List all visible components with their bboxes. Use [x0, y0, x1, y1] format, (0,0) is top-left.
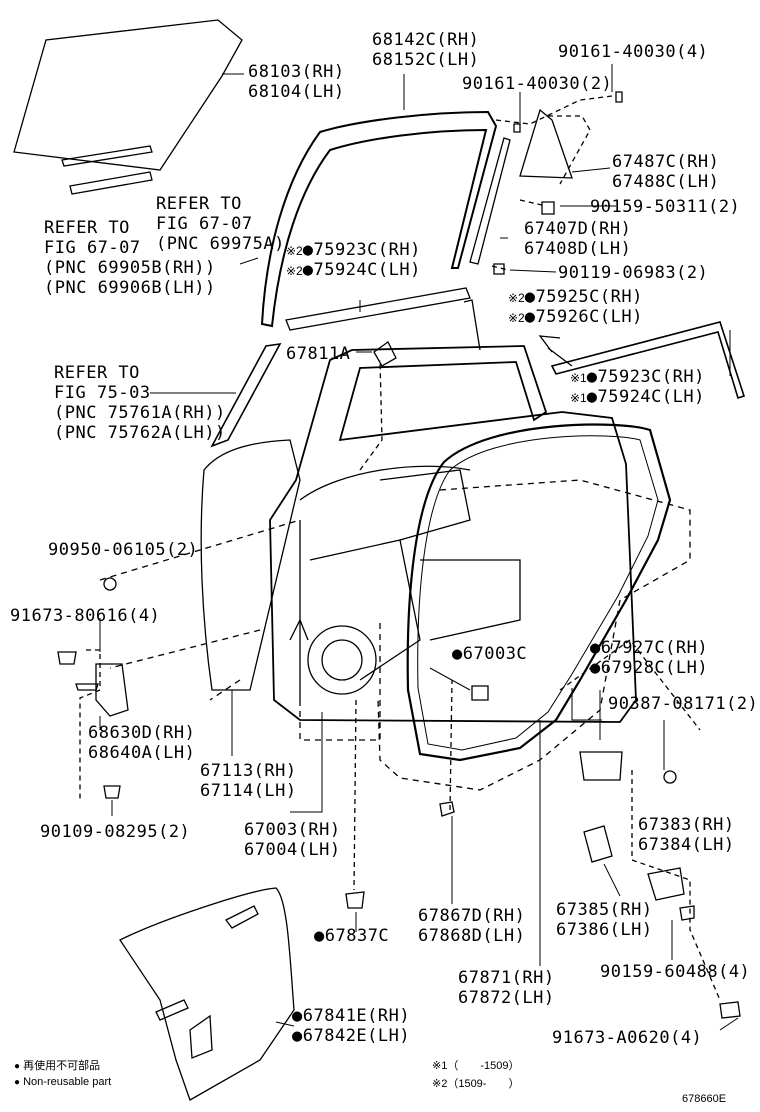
label-refer-69975-line2: FIG 67-07	[156, 214, 253, 234]
label-channel-lh: 67408D(LH)	[524, 239, 632, 259]
label-plug: 90950-06105(2)	[48, 540, 199, 560]
label-screw-90387: 90387-08171(2)	[608, 694, 759, 714]
door-glass	[13, 19, 243, 171]
label-frame-weatherstrip-lh: 68152C(LH)	[372, 50, 480, 70]
label-clip-67867-lh: 67868D(LH)	[418, 926, 526, 946]
label-bolt-90109: 90109-08295(2)	[40, 822, 191, 842]
label-channel-rh: 67407D(RH)	[524, 219, 632, 239]
service-hole-cover	[119, 887, 295, 1101]
label-refer-69905-line4: (PNC 69906B(LH))	[44, 278, 216, 298]
label-weatherstrip-lh: 67928C(LH)	[590, 658, 708, 678]
label-service-cover-lh: 67842E(LH)	[292, 1026, 410, 1046]
door-weatherstrip	[406, 423, 672, 762]
division-channel	[469, 137, 511, 265]
label-glass-lh: 68104(LH)	[248, 82, 345, 102]
label-cover-67811a: 67811A	[286, 344, 351, 364]
label-quarter-glass-lh: 67488C(LH)	[612, 172, 720, 192]
quarter-glass	[519, 108, 573, 179]
label-outer-strip-rh: ※175923C(RH)	[570, 367, 705, 387]
label-refer-69975-line1: REFER TO	[156, 194, 242, 214]
label-75924c-lh: ※275924C(LH)	[286, 260, 421, 280]
glass-run-strip-upper	[61, 145, 153, 167]
label-75925c-rh: ※275925C(RH)	[508, 287, 643, 307]
label-weatherstrip-rh: 67927C(RH)	[590, 638, 708, 658]
label-75923c-rh: ※275923C(RH)	[286, 240, 421, 260]
label-refer-69905-line3: (PNC 69905B(RH))	[44, 258, 216, 278]
label-67003c: 67003C	[452, 644, 527, 664]
label-check-rh: 67383(RH)	[638, 815, 735, 835]
label-refer-75761-line1: REFER TO	[54, 363, 140, 383]
label-clip-67871-rh: 67871(RH)	[458, 968, 555, 988]
label-bolt-91673-a0620: 91673-A0620(4)	[552, 1028, 703, 1048]
glass-run-strip-lower	[69, 171, 153, 195]
outer-belt-moulding	[550, 321, 746, 400]
label-striker-rh: 67385(RH)	[556, 900, 653, 920]
legend-en: Non-reusable part	[14, 1075, 111, 1090]
label-refer-69975-line3: (PNC 69975A)	[156, 234, 285, 254]
legend-note1: ※1（ -1509）	[432, 1060, 520, 1072]
label-door-panel-rh: 67003(RH)	[244, 820, 341, 840]
label-frame-weatherstrip-rh: 68142C(RH)	[372, 30, 480, 50]
label-refer-69905-line1: REFER TO	[44, 218, 130, 238]
label-door-panel-lh: 67004(LH)	[244, 840, 341, 860]
label-hinge-rh: 68630D(RH)	[88, 723, 196, 743]
legend-jp: 再使用不可部品	[14, 1059, 100, 1074]
label-refer-75761-line4: (PNC 75762A(LH))	[54, 423, 226, 443]
label-clip-67837c: 67837C	[314, 926, 389, 946]
label-glass-rh: 68103(RH)	[248, 62, 345, 82]
label-refer-75761-line3: (PNC 75761A(RH))	[54, 403, 226, 423]
label-check-lh: 67384(LH)	[638, 835, 735, 855]
outer-door-panel	[200, 439, 301, 691]
label-screw-90159-50311: 90159-50311(2)	[590, 197, 741, 217]
label-bolt-91673-80616: 91673-80616(4)	[10, 606, 161, 626]
label-clip-67871-lh: 67872(LH)	[458, 988, 555, 1008]
label-clip-67867-rh: 67867D(RH)	[418, 906, 526, 926]
label-screw-top: 90161-40030(4)	[558, 42, 709, 62]
label-outer-strip-lh: ※175924C(LH)	[570, 387, 705, 407]
door-check-part	[579, 751, 623, 781]
pillar-garnish	[210, 342, 282, 448]
inner-door-frame	[269, 345, 637, 723]
label-panel-outer-lh: 67114(LH)	[200, 781, 297, 801]
label-refer-69905-line2: FIG 67-07	[44, 238, 141, 258]
label-hinge-lh: 68640A(LH)	[88, 743, 196, 763]
label-striker-lh: 67386(LH)	[556, 920, 653, 940]
label-service-cover-rh: 67841E(RH)	[292, 1006, 410, 1026]
label-panel-outer-rh: 67113(RH)	[200, 761, 297, 781]
label-bolt-90159-60488: 90159-60488(4)	[600, 962, 751, 982]
frame-weatherstrip	[260, 110, 498, 328]
belt-moulding-inner	[285, 287, 471, 331]
legend-note2: ※2（1509- ）	[432, 1078, 520, 1090]
label-75926c-lh: ※275926C(LH)	[508, 307, 643, 327]
label-screw-mid: 90161-40030(2)	[462, 74, 613, 94]
label-bolt-90119: 90119-06983(2)	[558, 263, 709, 283]
cover-part	[373, 341, 397, 367]
striker-part	[583, 825, 613, 863]
label-quarter-glass-rh: 67487C(RH)	[612, 152, 720, 172]
diagram-id: 678660E	[682, 1093, 727, 1105]
bolt-part	[57, 651, 77, 665]
label-refer-75761-line2: FIG 75-03	[54, 383, 151, 403]
hinge-part	[95, 663, 129, 717]
